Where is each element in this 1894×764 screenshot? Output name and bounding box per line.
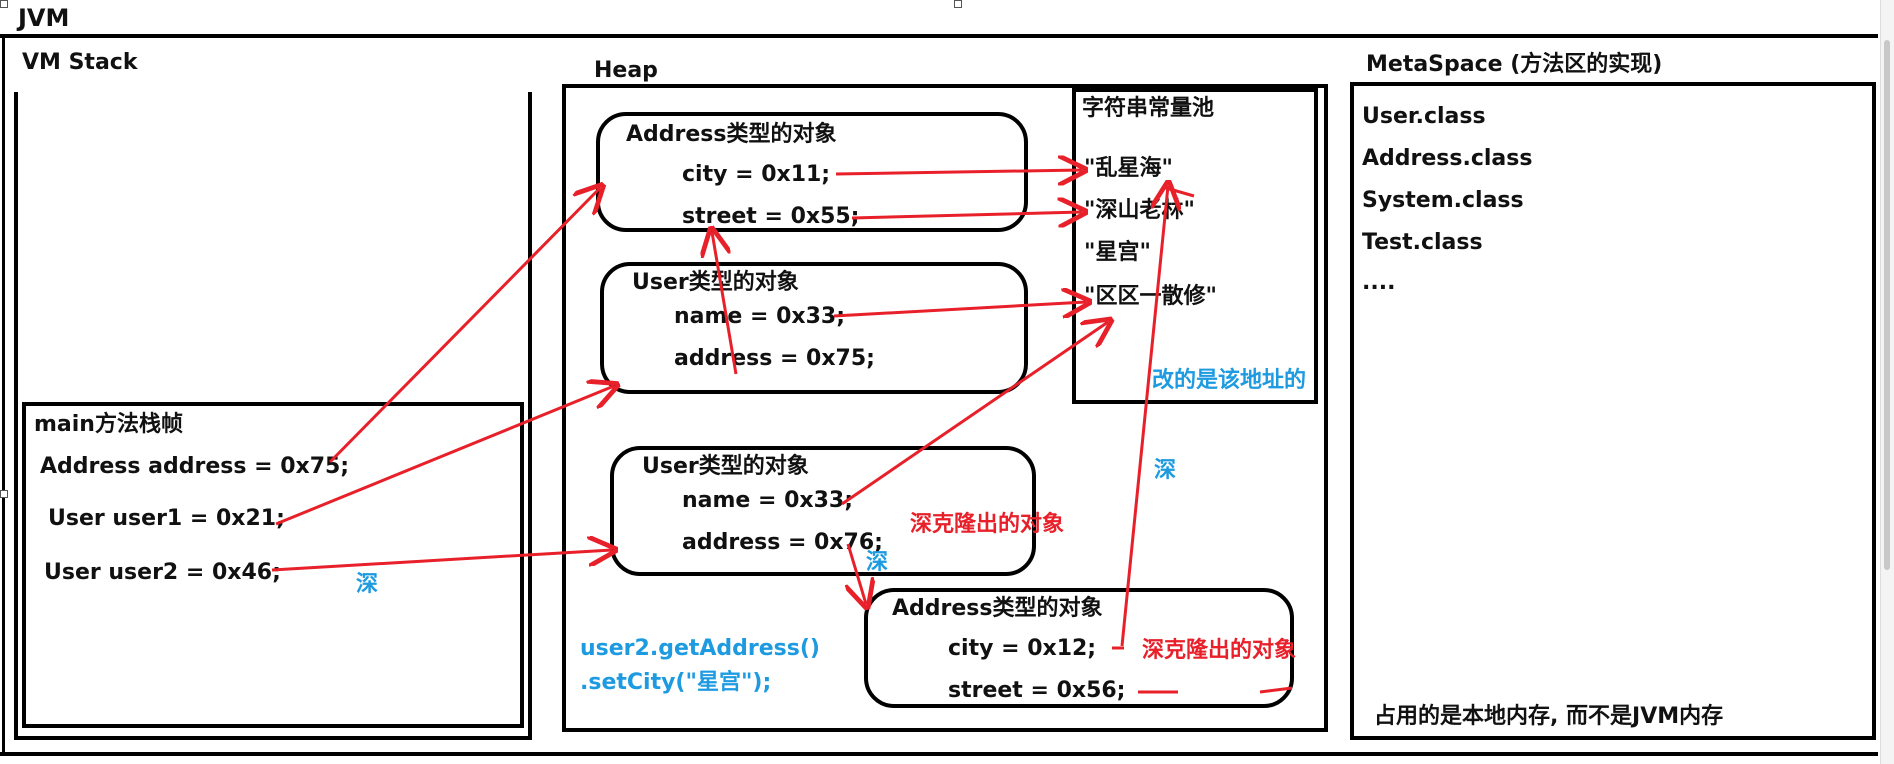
- string-pool-title: 字符串常量池: [1082, 96, 1215, 121]
- address1-city: city = 0x11;: [682, 162, 831, 187]
- metaspace-class-3: System.class: [1362, 188, 1524, 213]
- metaspace-class-2: Address.class: [1362, 146, 1533, 171]
- address2-city: city = 0x12;: [948, 636, 1097, 661]
- user2-address: address = 0x76;: [682, 530, 883, 555]
- user1-title: User类型的对象: [632, 270, 799, 295]
- metaspace-class-1: User.class: [1362, 104, 1486, 129]
- string-item-4: "区区一散修": [1084, 284, 1217, 309]
- selection-handle-top-left[interactable]: [0, 0, 8, 8]
- main-frame-title: main方法栈帧: [34, 412, 183, 437]
- jvm-title: JVM: [18, 4, 70, 32]
- vm-stack-title: VM Stack: [22, 50, 138, 75]
- user2-name: name = 0x33;: [682, 488, 854, 513]
- metaspace-ellipsis: ....: [1362, 270, 1396, 295]
- heap-title: Heap: [594, 58, 658, 83]
- user2-title: User类型的对象: [642, 454, 809, 479]
- address1-street: street = 0x55;: [682, 204, 860, 229]
- metaspace-footer: 占用的是本地内存, 而不是JVM内存: [1374, 704, 1724, 729]
- heap-address-object-2: [864, 588, 1294, 708]
- user1-name: name = 0x33;: [674, 304, 846, 329]
- metaspace-class-4: Test.class: [1362, 230, 1483, 255]
- code-line-2: .setCity("星宫");: [580, 670, 772, 695]
- string-item-2: "深山老林": [1084, 198, 1195, 223]
- metaspace-title: MetaSpace (方法区的实现): [1366, 52, 1663, 77]
- string-item-3: "星宫": [1084, 240, 1151, 265]
- vm-stack-left-border: [14, 92, 18, 740]
- heap-deep-note-1: 深: [866, 550, 889, 575]
- vm-stack-bottom-border: [14, 736, 532, 740]
- var-address: Address address = 0x75;: [40, 454, 350, 479]
- jvm-frame-left-line: [2, 34, 5, 756]
- deep-clone-label-1: 深克隆出的对象: [910, 512, 1065, 537]
- var-user1: User user1 = 0x21;: [48, 506, 285, 531]
- address2-title: Address类型的对象: [892, 596, 1103, 621]
- var-user2: User user2 = 0x46;: [44, 560, 281, 585]
- deep-clone-label-2: 深克隆出的对象: [1142, 638, 1297, 663]
- metaspace-area: [1350, 82, 1876, 740]
- stack-deep-note: 深: [356, 572, 379, 597]
- string-pool-note: 改的是该地址的: [1152, 368, 1307, 393]
- scrollbar-thumb[interactable]: [1884, 40, 1890, 570]
- code-line-1: user2.getAddress(): [580, 636, 820, 661]
- user1-address: address = 0x75;: [674, 346, 875, 371]
- address1-title: Address类型的对象: [626, 122, 837, 147]
- vm-stack-right-border: [528, 92, 532, 740]
- heap-deep-note-2: 深: [1154, 458, 1177, 483]
- string-item-1: "乱星海": [1084, 156, 1173, 181]
- string-constant-pool: [1072, 88, 1318, 404]
- selection-handle-left-mid[interactable]: [0, 490, 8, 498]
- selection-handle-top-mid[interactable]: [954, 0, 962, 8]
- jvm-frame-bottom-line: [0, 752, 1878, 756]
- address2-street: street = 0x56;: [948, 678, 1126, 703]
- jvm-frame-top-line: [0, 34, 1878, 38]
